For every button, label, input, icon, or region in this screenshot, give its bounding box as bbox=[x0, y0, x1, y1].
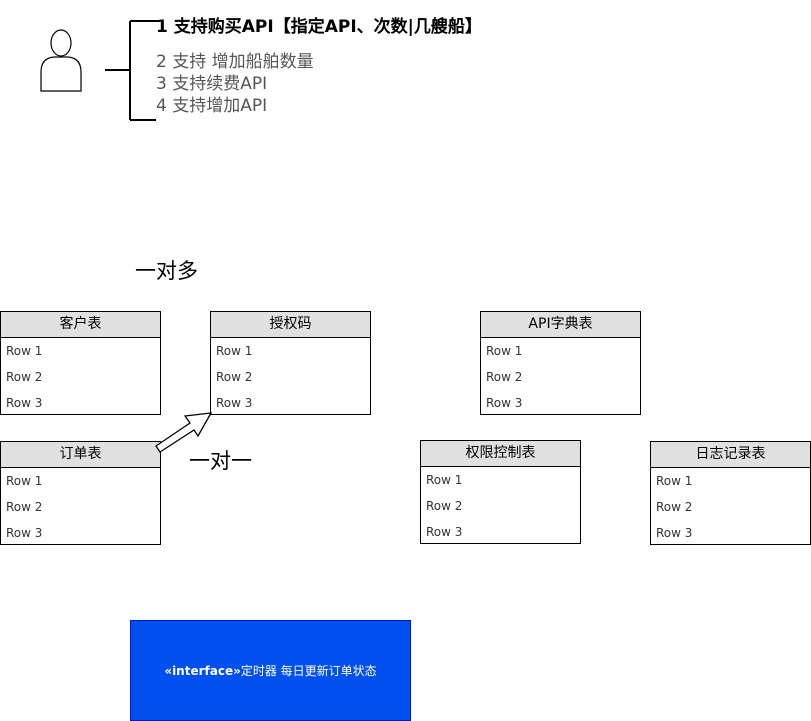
requirement-bracket bbox=[105, 20, 158, 121]
table-row: Row 2 bbox=[216, 370, 253, 384]
table-header: 客户表 bbox=[1, 312, 160, 338]
interface-text: 定时器 每日更新订单状态 bbox=[240, 664, 377, 678]
table-row: Row 3 bbox=[6, 396, 43, 410]
table-row: Row 2 bbox=[6, 370, 43, 384]
table-permission-control[interactable]: 权限控制表 Row 1 Row 2 Row 3 bbox=[420, 440, 581, 544]
requirement-number: 1 bbox=[156, 17, 168, 37]
table-header: 授权码 bbox=[211, 312, 370, 338]
table-log-record[interactable]: 日志记录表 Row 1 Row 2 Row 3 bbox=[650, 441, 811, 545]
table-row: Row 1 bbox=[426, 473, 463, 487]
table-row: Row 3 bbox=[656, 526, 693, 540]
table-customer[interactable]: 客户表 Row 1 Row 2 Row 3 bbox=[0, 311, 161, 415]
table-row: Row 1 bbox=[486, 344, 523, 358]
timer-interface-box[interactable]: «interface»定时器 每日更新订单状态 bbox=[130, 620, 411, 721]
interface-stereotype: «interface» bbox=[164, 664, 241, 678]
table-header: 订单表 bbox=[1, 442, 160, 468]
requirement-item-1: 1 支持购买API【指定API、次数|几艘船】 bbox=[156, 12, 482, 37]
table-row: Row 3 bbox=[6, 526, 43, 540]
requirement-item-3: 3 支持续费API bbox=[156, 74, 268, 94]
table-header: API字典表 bbox=[481, 312, 640, 338]
table-row: Row 1 bbox=[656, 474, 693, 488]
table-row: Row 2 bbox=[656, 500, 693, 514]
table-order[interactable]: 订单表 Row 1 Row 2 Row 3 bbox=[0, 441, 161, 545]
table-row: Row 2 bbox=[426, 499, 463, 513]
table-row: Row 1 bbox=[6, 344, 43, 358]
relation-one-to-one: 一对一 bbox=[189, 449, 252, 473]
table-row: Row 2 bbox=[486, 370, 523, 384]
requirement-text: 支持购买API【指定API、次数|几艘船】 bbox=[173, 17, 482, 37]
relation-arrow-icon[interactable] bbox=[150, 405, 220, 460]
actor-icon bbox=[40, 29, 82, 92]
table-auth-code[interactable]: 授权码 Row 1 Row 2 Row 3 bbox=[210, 311, 371, 415]
table-header: 日志记录表 bbox=[651, 442, 810, 468]
requirement-item-2: 2 支持 增加船舶数量 bbox=[156, 52, 314, 72]
table-row: Row 3 bbox=[486, 396, 523, 410]
table-row: Row 3 bbox=[426, 525, 463, 539]
requirement-item-4: 4 支持增加API bbox=[156, 96, 268, 116]
table-row: Row 3 bbox=[216, 396, 253, 410]
table-api-dictionary[interactable]: API字典表 Row 1 Row 2 Row 3 bbox=[480, 311, 641, 415]
relation-one-to-many: 一对多 bbox=[135, 259, 198, 283]
table-row: Row 1 bbox=[216, 344, 253, 358]
table-row: Row 1 bbox=[6, 474, 43, 488]
table-header: 权限控制表 bbox=[421, 441, 580, 467]
table-row: Row 2 bbox=[6, 500, 43, 514]
